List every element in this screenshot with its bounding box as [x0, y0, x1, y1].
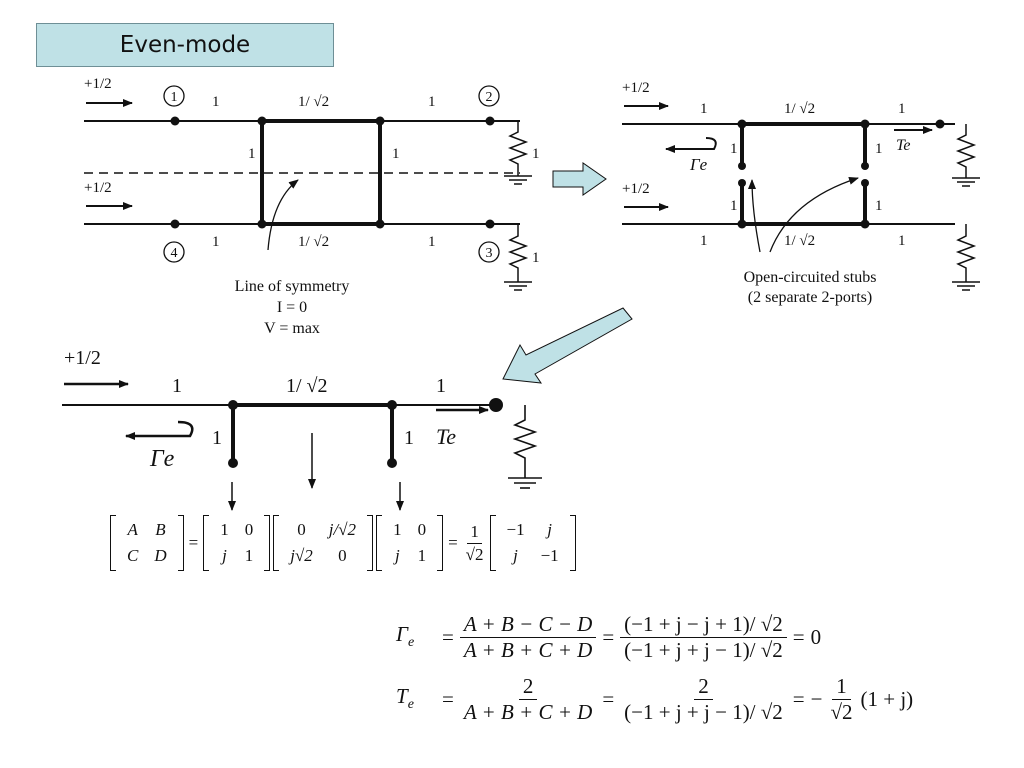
gamma-e-label: Γe [689, 155, 708, 174]
block-arrow-right-icon [552, 162, 607, 196]
impedance-label: 1/ √2 [286, 375, 328, 397]
gamma-equation: Γe = A + B − C − D A + B + C + D = (−1 +… [396, 611, 822, 662]
arrow-icon [267, 179, 299, 251]
impedance-label: 1 [898, 101, 906, 117]
port-3-label: 3 [486, 246, 493, 261]
impedance-label: 1 [898, 233, 906, 249]
impedance-label: 1/ √2 [784, 233, 815, 249]
impedance-label: 1 [428, 94, 436, 110]
impedance-label: 1 [428, 234, 436, 250]
impedance-label: 1 [700, 233, 708, 249]
input-label: +1/2 [84, 180, 112, 196]
impedance-label: 1/ √2 [298, 94, 329, 110]
impedance-label: 1 [875, 141, 883, 157]
load-label: 1 [532, 250, 540, 266]
impedance-label: 1 [730, 198, 738, 214]
stubs-caption: Open-circuited stubs [744, 269, 877, 286]
impedance-label: 1 [730, 141, 738, 157]
resistor-icon [955, 124, 977, 178]
port-1-label: 1 [171, 90, 178, 105]
impedance-label: 1 [392, 146, 400, 162]
t-e-label: Te [436, 424, 456, 449]
arrow-icon [748, 179, 761, 253]
reflection-arrow-icon [665, 137, 717, 153]
current-caption: I = 0 [277, 299, 307, 316]
two-ports-caption: (2 separate 2-ports) [748, 289, 872, 306]
impedance-label: 1/ √2 [784, 101, 815, 117]
slide-title: Even-mode [36, 23, 334, 67]
t-e-label: Te [896, 137, 911, 154]
gamma-e-label: Γe [149, 446, 175, 472]
block-arrow-diagonal-icon [502, 307, 633, 384]
resistor-icon [955, 224, 977, 282]
input-label: +1/2 [64, 347, 101, 369]
hybrid-coupler-diagram: 1 2 3 4 +1/2 +1/2 1 1/ √2 1 1 1 1 1/ √2 … [84, 76, 540, 337]
symmetry-caption: Line of symmetry [235, 278, 350, 295]
impedance-label: 1 [248, 146, 256, 162]
impedance-label: 1 [436, 375, 446, 397]
input-label: +1/2 [84, 76, 112, 92]
impedance-label: 1 [212, 94, 220, 110]
impedance-label: 1/ √2 [298, 234, 329, 250]
scale-fraction: 1 √2 [465, 521, 484, 564]
resistor-icon [507, 121, 529, 176]
transmission-equation: Te = 2 A + B + C + D = 2 (−1 + j + j − 1… [396, 673, 914, 724]
reflection-arrow-icon [125, 420, 194, 440]
resistor-icon [507, 224, 529, 282]
impedance-label: 1 [212, 234, 220, 250]
load-label: 1 [532, 146, 540, 162]
open-stub-diagram: +1/2 +1/2 1 1/ √2 1 1 1 1 1 1 1/ √2 1 Γe… [622, 80, 980, 306]
impedance-label: 1 [875, 198, 883, 214]
resistor-icon [512, 405, 538, 478]
coefficient-equations: Γe = A + B − C − D A + B + C + D = (−1 +… [396, 606, 913, 730]
port-4-label: 4 [171, 246, 178, 261]
half-circuit-diagram: +1/2 1 1/ √2 1 1 1 Γe Te [62, 347, 542, 511]
impedance-label: 1 [700, 101, 708, 117]
impedance-label: 1 [404, 427, 414, 449]
arrow-icon [769, 176, 859, 253]
port-2-label: 2 [486, 90, 493, 105]
input-label: +1/2 [622, 80, 650, 96]
voltage-caption: V = max [264, 320, 320, 337]
impedance-label: 1 [212, 427, 222, 449]
impedance-label: 1 [172, 375, 182, 397]
input-label: +1/2 [622, 181, 650, 197]
